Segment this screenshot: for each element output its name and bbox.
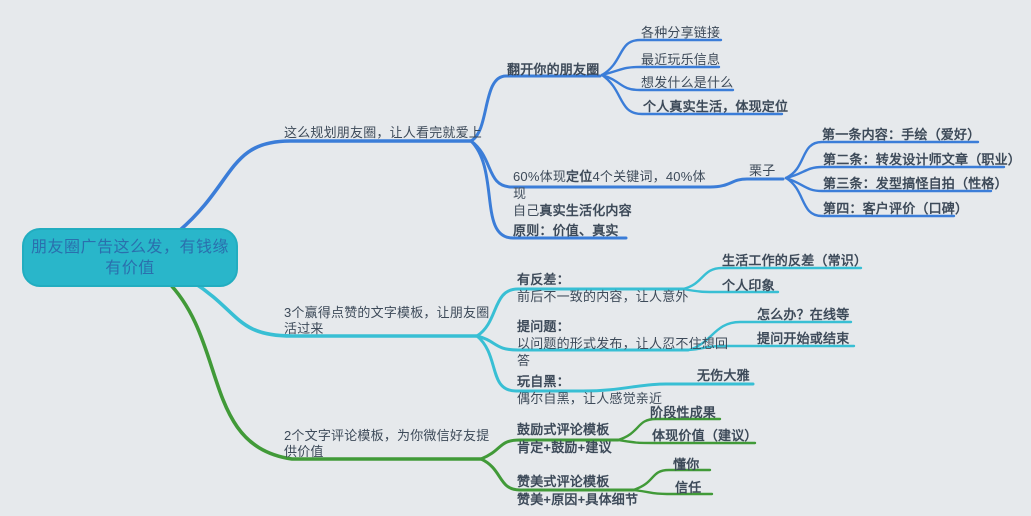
leaf-life-work-contrast[interactable]: 生活工作的反差（常识） <box>722 253 868 268</box>
edge-question-start-end <box>686 344 856 352</box>
topic-principles[interactable]: 原则：价值、真实 <box>513 223 619 238</box>
edge-encourage-stage-results <box>616 417 722 442</box>
leaf-trust[interactable]: 信任 <box>675 480 702 495</box>
root-topic[interactable]: 朋友圈广告这么发，有钱缘 有价值 <box>22 228 238 287</box>
edge-root-plan <box>177 139 473 233</box>
ratio-text-normal-2: 4个关键词，40%体现 <box>513 169 706 201</box>
praise-desc: 赞美+原因+具体细节 <box>517 492 639 507</box>
edge-like-self-mock-harmless <box>475 334 755 393</box>
edge-question-how-to <box>686 320 853 352</box>
ratio-text-bold-positioning: 定位 <box>566 169 593 184</box>
question-title: 提问题： <box>517 319 570 334</box>
contrast-title: 有反差： <box>517 272 570 287</box>
encourage-title: 鼓励式评论模板 <box>517 422 610 437</box>
edge-example-item1 <box>784 140 980 180</box>
self-mock-desc: 偶尔自黑，让人感觉亲近 <box>517 391 663 406</box>
branch-plan-moments[interactable]: 这么规划朋友圈，让人看完就爱上 <box>284 125 483 140</box>
branch-comment-templates[interactable]: 2个文字评论模板，为你微信好友提 供价值 <box>284 428 490 459</box>
leaf-show-value-suggestion[interactable]: 体现价值（建议） <box>652 428 758 443</box>
topic-example[interactable]: 栗子 <box>749 163 776 178</box>
edge-root-comment-templates <box>165 279 483 461</box>
topic-open-your-moments[interactable]: 翻开你的朋友圈 <box>507 62 600 77</box>
leaf-item4-customer-reviews[interactable]: 第四：客户评价（口碑） <box>823 201 969 216</box>
leaf-item2-designer-articles[interactable]: 第二条：转发设计师文章（职业） <box>823 152 1022 167</box>
edge-comment-praise <box>479 457 635 492</box>
edge-praise-understand <box>631 468 712 492</box>
topic-praise-template[interactable]: 赞美式评论模板 赞美+原因+具体细节 <box>517 455 638 509</box>
edge-praise-trust <box>631 488 714 496</box>
edge-plan-ratio-example <box>469 139 785 189</box>
leaf-how-to-online-waiting[interactable]: 怎么办？在线等 <box>757 307 850 322</box>
praise-title: 赞美式评论模板 <box>517 474 610 489</box>
topic-encourage-template[interactable]: 鼓励式评论模板 肯定+鼓励+建议 <box>517 403 612 457</box>
leaf-recent-fun-info[interactable]: 最近玩乐信息 <box>641 52 721 67</box>
question-desc: 以问题的形式发布，让人忍不住想回 答 <box>517 336 729 368</box>
edge-encourage-show-value <box>616 438 757 445</box>
leaf-share-links[interactable]: 各种分享链接 <box>641 25 721 40</box>
edge-plan-principle <box>469 139 628 240</box>
leaf-item1-drawing-hobby[interactable]: 第一条内容：手绘（爱好） <box>822 127 981 142</box>
edge-contrast-life-work <box>681 266 863 291</box>
edge-example-item2 <box>784 165 1006 180</box>
edge-like-contrast <box>475 287 685 338</box>
topic-60-40-ratio[interactable]: 60%体现定位4个关键词，40%体现 自己真实生活化内容 <box>513 151 718 219</box>
ratio-text-bold-real-life: 真实生活化内容 <box>539 203 632 218</box>
encourage-desc: 肯定+鼓励+建议 <box>517 440 612 455</box>
branch-like-templates[interactable]: 3个赢得点赞的文字模板，让朋友圈 活过来 <box>284 305 490 336</box>
leaf-understand-you[interactable]: 懂你 <box>673 457 700 472</box>
topic-self-mockery[interactable]: 玩自黑： 偶尔自黑，让人感觉亲近 <box>517 356 662 407</box>
edge-open-share-links <box>600 38 723 77</box>
leaf-real-life-positioning[interactable]: 个人真实生活，体现定位 <box>643 99 789 114</box>
ratio-text-normal-3: 自己 <box>513 203 540 218</box>
edge-open-real-life <box>600 73 784 116</box>
leaf-harmless[interactable]: 无伤大雅 <box>697 368 750 383</box>
leaf-post-whatever[interactable]: 想发什么是什么 <box>641 75 734 90</box>
edge-comment-encourage <box>479 438 620 461</box>
edge-example-item4 <box>784 176 956 218</box>
topic-contrast[interactable]: 有反差： 前后不一致的内容，让人意外 <box>517 254 689 305</box>
edge-like-question <box>475 334 690 352</box>
self-mock-title: 玩自黑： <box>517 374 570 389</box>
edge-plan-open-moments <box>469 74 602 143</box>
edge-contrast-impression <box>681 287 780 294</box>
leaf-question-start-or-end[interactable]: 提问开始或结束 <box>757 331 850 346</box>
leaf-item3-funny-selfie[interactable]: 第三条：发型搞怪自拍（性格） <box>823 176 1008 191</box>
edge-open-fun-info <box>600 65 721 77</box>
contrast-desc: 前后不一致的内容，让人意外 <box>517 289 689 304</box>
edge-example-item3 <box>784 176 993 193</box>
edge-open-post-whatever <box>600 73 735 92</box>
leaf-stage-results[interactable]: 阶段性成果 <box>650 405 717 420</box>
ratio-text-normal-1: 60%体现 <box>513 169 567 184</box>
leaf-personal-impression[interactable]: 个人印象 <box>722 278 775 293</box>
topic-ask-questions[interactable]: 提问题： 以问题的形式发布，让人忍不住想回 答 <box>517 301 747 369</box>
edge-root-like-templates <box>191 280 479 338</box>
